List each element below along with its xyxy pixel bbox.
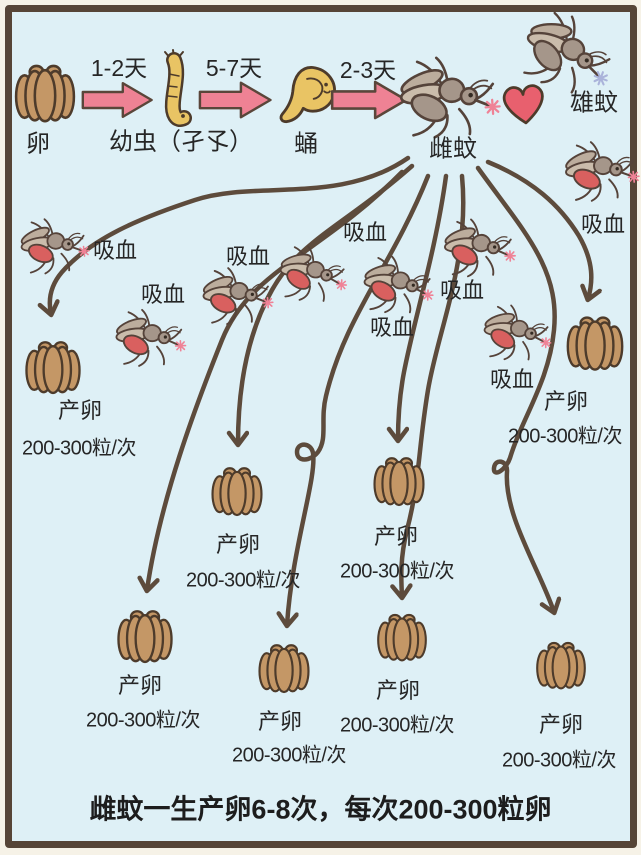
duration-label-1: 1-2天 xyxy=(90,55,148,81)
flow-line xyxy=(401,173,466,597)
suck-blood-label: 吸血 xyxy=(580,212,626,237)
fed-mosquito-icon xyxy=(481,303,553,362)
eggs-per-batch-label: 200-300粒/次 xyxy=(502,749,616,772)
larva-stage-label: 幼虫（孑孓） xyxy=(109,128,253,156)
fed-mosquito-icon xyxy=(276,243,350,305)
egg-cluster-icon xyxy=(373,457,425,507)
heart-icon xyxy=(501,83,547,127)
eggs-per-batch-label: 200-300粒/次 xyxy=(340,560,454,583)
flow-line xyxy=(475,165,555,612)
eggs-per-batch-label: 200-300粒/次 xyxy=(508,425,622,448)
flow-line xyxy=(485,159,591,299)
fed-mosquito-icon xyxy=(113,307,188,368)
flow-line xyxy=(147,169,405,590)
lay-eggs-label: 产卵 xyxy=(117,673,163,698)
duration-label-3: 2-3天 xyxy=(339,57,397,83)
stage-arrow-icon xyxy=(81,81,153,119)
stage-arrow-icon xyxy=(330,80,408,120)
stage-arrow-icon xyxy=(198,81,272,119)
egg-stage-label: 卵 xyxy=(26,130,50,158)
pupa-stage-label: 蛹 xyxy=(294,130,318,158)
male-mosquito-label: 雄蚊 xyxy=(570,89,618,117)
banner-text: 雌蚊一生产卵6-8次，每次200-300粒卵 xyxy=(89,794,552,825)
lay-eggs-label: 产卵 xyxy=(257,709,303,734)
egg-cluster-icon xyxy=(14,64,76,123)
egg-cluster-icon xyxy=(566,316,624,371)
lay-eggs-label: 产卵 xyxy=(543,389,589,414)
fed-mosquito-icon xyxy=(441,216,517,279)
egg-cluster-icon xyxy=(377,613,427,662)
egg-cluster-icon xyxy=(258,644,310,694)
suck-blood-label: 吸血 xyxy=(342,220,388,245)
eggs-per-batch-label: 200-300粒/次 xyxy=(232,744,346,767)
eggs-per-batch-label: 200-300粒/次 xyxy=(22,437,136,460)
larva-icon xyxy=(165,50,185,119)
flow-line xyxy=(287,173,431,625)
lay-eggs-label: 产卵 xyxy=(538,712,584,737)
duration-label-2: 5-7天 xyxy=(205,55,263,81)
fed-mosquito-icon xyxy=(199,264,276,327)
flow-lines xyxy=(50,155,592,625)
suck-blood-label: 吸血 xyxy=(140,282,186,307)
egg-cluster-icon xyxy=(25,341,81,395)
fed-mosquito-icon xyxy=(560,136,641,205)
pupa-icon xyxy=(279,66,336,124)
eggs-per-batch-label: 200-300粒/次 xyxy=(186,569,300,592)
flow-line xyxy=(398,173,449,440)
eggs-per-batch-label: 200-300粒/次 xyxy=(340,714,454,737)
flow-line xyxy=(50,155,411,314)
lay-eggs-label: 产卵 xyxy=(375,678,421,703)
suck-blood-label: 吸血 xyxy=(225,244,271,269)
eggs-per-batch-label: 200-300粒/次 xyxy=(86,709,200,732)
suck-blood-label: 吸血 xyxy=(439,278,485,303)
female-mosquito-label: 雌蚊 xyxy=(429,135,477,163)
lay-eggs-label: 产卵 xyxy=(215,532,261,557)
egg-cluster-icon xyxy=(211,467,263,517)
egg-cluster-icon xyxy=(117,610,173,664)
suck-blood-label: 吸血 xyxy=(92,238,138,263)
lay-eggs-label: 产卵 xyxy=(373,524,419,549)
egg-cluster-icon xyxy=(536,641,586,690)
female-mosquito-icon xyxy=(395,52,503,142)
poster-frame xyxy=(5,5,637,848)
fed-mosquito-icon xyxy=(16,214,92,277)
lay-eggs-label: 产卵 xyxy=(57,398,103,423)
fed-mosquito-icon xyxy=(361,254,436,315)
suck-blood-label: 吸血 xyxy=(489,367,535,392)
suck-blood-label: 吸血 xyxy=(369,315,415,340)
